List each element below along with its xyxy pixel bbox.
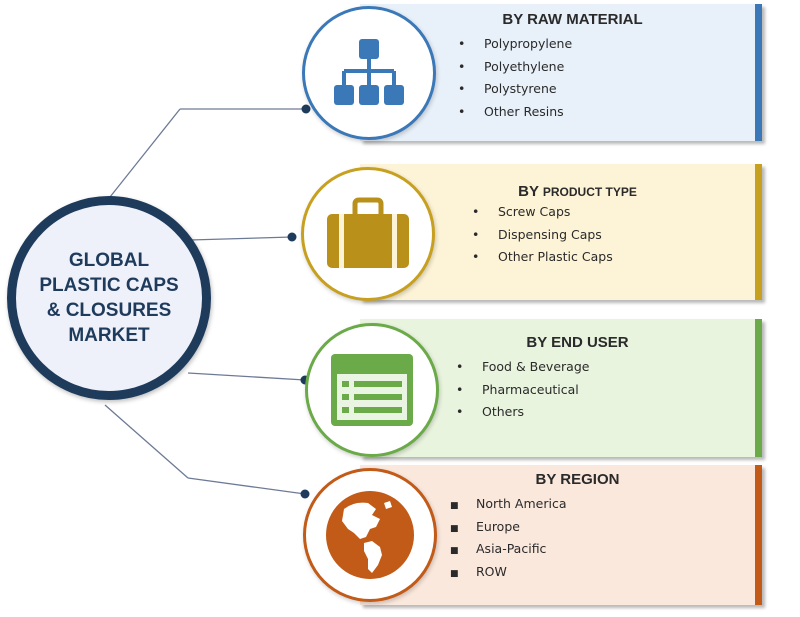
list-item: •Pharmaceutical [456,381,579,397]
connector-dot-product-type [287,232,297,242]
segment-items: ■North America ■Europe ■Asia-Pacific ■RO… [450,493,567,584]
list-item: •Dispensing Caps [472,226,602,242]
briefcase-icon [327,197,409,268]
connector-product-type [189,236,293,241]
segment-items: •Screw Caps •Dispensing Caps •Other Plas… [472,201,613,269]
list-item: •Screw Caps [472,204,571,219]
connector-region [104,404,189,479]
segment-title: BY RAW MATERIAL [502,11,643,28]
list-item: ■North America [450,496,567,511]
center-title-line: PLASTIC CAPS [39,275,179,296]
connector-dot-raw-material [301,104,311,114]
document-list-icon [331,354,413,426]
segment-title: BY REGION [535,471,620,488]
connector-end-user [187,372,306,381]
list-item: •Others [456,404,525,420]
center-title-line: & CLOSURES [46,300,172,321]
segment-title: BY PRODUCT TYPE [518,183,637,200]
segment-items: •Food & Beverage •Pharmaceutical •Others [456,356,589,424]
connector-dot-region [300,489,310,499]
list-item: •Polystyrene [458,81,557,97]
segment-region-icon-circle [303,468,437,602]
segment-product-type-icon-circle [301,167,435,301]
hierarchy-icon [334,39,404,105]
center-title-line: MARKET [68,325,150,346]
center-title-line: GLOBAL [68,250,150,271]
list-item: ■Asia-Pacific [450,541,547,557]
center-market-title: GLOBAL PLASTIC CAPS & CLOSURES MARKET [7,196,211,400]
segment-raw-material-icon-circle [302,6,436,140]
list-item: ■ROW [450,564,507,580]
list-item: •Food & Beverage [456,359,590,374]
list-item: •Polypropylene [458,36,573,51]
list-item: •Other Resins [458,104,564,120]
segment-items: •Polypropylene •Polyethylene •Polystyren… [458,33,572,124]
list-item: •Polyethylene [458,58,565,74]
globe-icon [326,491,414,579]
list-item: ■Europe [450,518,520,534]
list-item: •Other Plastic Caps [472,249,613,265]
connector-raw-material [109,108,181,198]
segment-end-user-icon-circle [305,323,439,457]
segment-title: BY END USER [526,334,629,351]
